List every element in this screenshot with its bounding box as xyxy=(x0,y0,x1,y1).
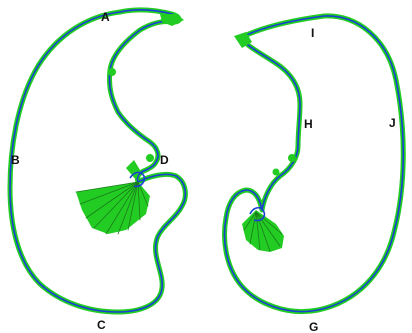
label-d: D xyxy=(160,153,169,167)
left-inner-bump xyxy=(146,154,154,162)
label-h: H xyxy=(304,117,313,131)
label-j: J xyxy=(389,116,396,130)
label-b: B xyxy=(11,153,20,167)
left-inner-bump xyxy=(108,68,116,76)
right-inner-bump xyxy=(273,169,280,176)
label-g: G xyxy=(309,320,318,333)
label-c: C xyxy=(97,318,106,332)
right-inner-bump xyxy=(288,154,296,162)
label-i: I xyxy=(311,26,314,40)
label-a: A xyxy=(101,10,110,24)
